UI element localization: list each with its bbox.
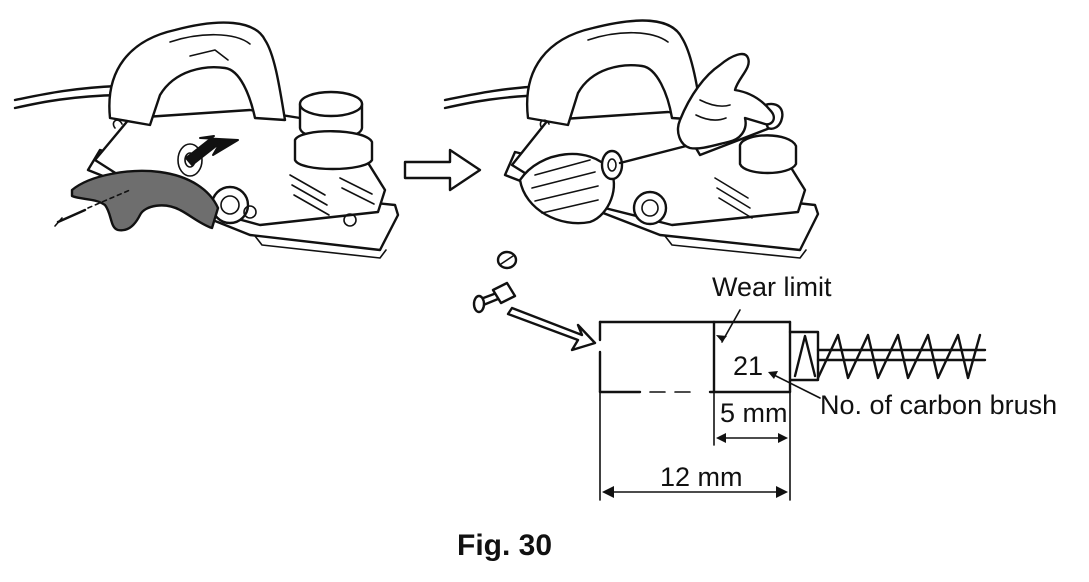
brush-cap-part — [496, 250, 518, 270]
carbon-brush-part — [472, 281, 517, 314]
dimension-5mm-label: 5 mm — [720, 398, 788, 428]
dimension-12mm-label: 12 mm — [660, 462, 743, 492]
planer-illustration-left — [13, 21, 400, 259]
brush-number-label: 21 — [733, 351, 763, 381]
planer-illustration-right — [443, 19, 820, 259]
step-arrow-icon — [403, 148, 482, 192]
figure-caption: Fig. 30 — [457, 529, 552, 562]
removal-arrow-icon — [185, 135, 239, 166]
brush-number-caption: No. of carbon brush — [820, 390, 1057, 420]
callout-arrow-icon — [506, 306, 597, 352]
carbon-brush-detail — [598, 309, 987, 501]
wear-limit-label: Wear limit — [712, 272, 832, 302]
